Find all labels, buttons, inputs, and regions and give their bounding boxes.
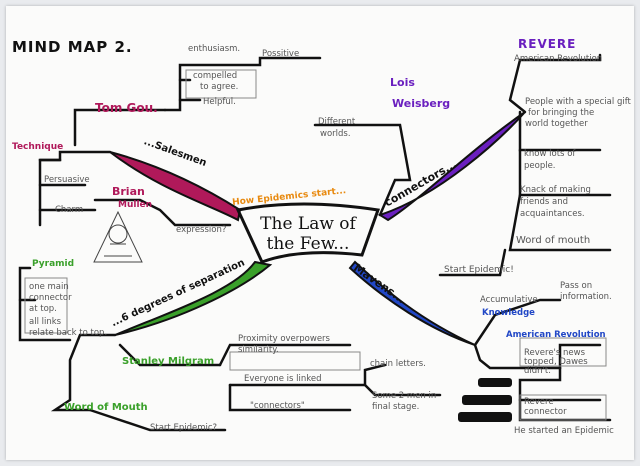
- note-to-agree: to agree.: [200, 82, 239, 92]
- note-people: people.: [524, 161, 556, 171]
- brian-label: Brian: [112, 185, 145, 198]
- note-worlds: worlds.: [320, 129, 351, 139]
- revere-label: REVERE: [518, 37, 577, 51]
- note-everyone-linked: Everyone is linked: [244, 374, 322, 384]
- note-enthusiasm: enthusiasm.: [188, 44, 241, 54]
- redaction-3: [458, 412, 512, 422]
- central-topic-line1: The Law of: [260, 214, 356, 234]
- note-compelled: compelled: [193, 71, 238, 81]
- pyramid-sketch: [93, 210, 143, 263]
- note-charm: Charm: [55, 205, 84, 215]
- branch-6-degrees: [114, 260, 273, 336]
- note-special-gift: People with a special gift: [525, 97, 631, 107]
- tom-gou-label: Tom Gou.: [95, 101, 158, 115]
- redaction-1: [478, 378, 512, 387]
- word-of-mouth-label: Word of Mouth: [64, 402, 148, 413]
- knowledge-label: Knowledge: [482, 308, 535, 318]
- lois-label: Lois: [390, 76, 415, 89]
- note-started-epidemic: He started an Epidemic: [514, 426, 614, 436]
- redaction-2: [462, 395, 512, 405]
- note-american-revolution: American Revolution: [514, 54, 603, 64]
- technique-label: Technique: [12, 142, 64, 152]
- note-start-epidemic: Start Epidemic!: [444, 265, 514, 275]
- note-information: information.: [560, 292, 612, 302]
- note-topped: topped, Dawes: [524, 357, 588, 367]
- central-topic: The Law of the Few...: [250, 214, 366, 254]
- map-title: MIND MAP 2.: [12, 38, 133, 56]
- central-topic-line2: the Few...: [266, 234, 350, 254]
- note-connector: connector: [29, 293, 72, 303]
- stanley-milgram-label: Stanley Milgram: [122, 356, 215, 367]
- note-helpful: Helpful.: [203, 97, 236, 107]
- note-didnt: didn't.: [524, 366, 551, 376]
- note-proximity: Proximity overpowers: [238, 334, 330, 344]
- note-word-of-mouth: Word of mouth: [516, 235, 591, 246]
- note-different: Different: [318, 117, 356, 127]
- mullen-label: Mullen: [118, 200, 153, 210]
- note-relate-back: relate back to top.: [29, 328, 108, 338]
- note-at-top: at top.: [29, 304, 57, 314]
- note-connector-2: connector: [524, 407, 567, 417]
- note-know-lots: know lots of: [524, 149, 576, 159]
- note-friends: friends and: [520, 197, 568, 207]
- note-reveres-news: Revere's news: [524, 348, 586, 358]
- note-connectors-quote: "connectors": [250, 401, 305, 411]
- note-positive: Possitive: [262, 49, 300, 59]
- note-revere: Revere: [524, 397, 554, 407]
- weisberg-label: Weisberg: [392, 97, 451, 110]
- center-frame: [235, 202, 381, 264]
- note-all-links: all links: [29, 317, 62, 327]
- note-some-2-men: Some 2 men in: [372, 391, 437, 401]
- note-final-stage: final stage.: [372, 402, 420, 412]
- note-chain-letters: chain letters.: [370, 359, 426, 369]
- note-persuasive: Persuasive: [44, 175, 90, 185]
- note-accumulative: Accumulative: [480, 295, 538, 305]
- note-similarity: similarity.: [238, 345, 279, 355]
- note-one-main: one main: [29, 282, 69, 292]
- note-world-together: world together: [525, 119, 588, 129]
- note-acquaintances: acquaintances.: [520, 209, 585, 219]
- note-expression: expression?: [176, 225, 227, 235]
- note-knack: Knack of making: [520, 185, 591, 195]
- note-bringing: for bringing the: [528, 108, 595, 118]
- note-pass-on: Pass on: [560, 281, 593, 291]
- american-revolution-label: American Revolution: [506, 330, 606, 340]
- note-start-epidemic-2: Start Epidemic?: [150, 423, 218, 433]
- pyramid-label: Pyramid: [32, 259, 75, 269]
